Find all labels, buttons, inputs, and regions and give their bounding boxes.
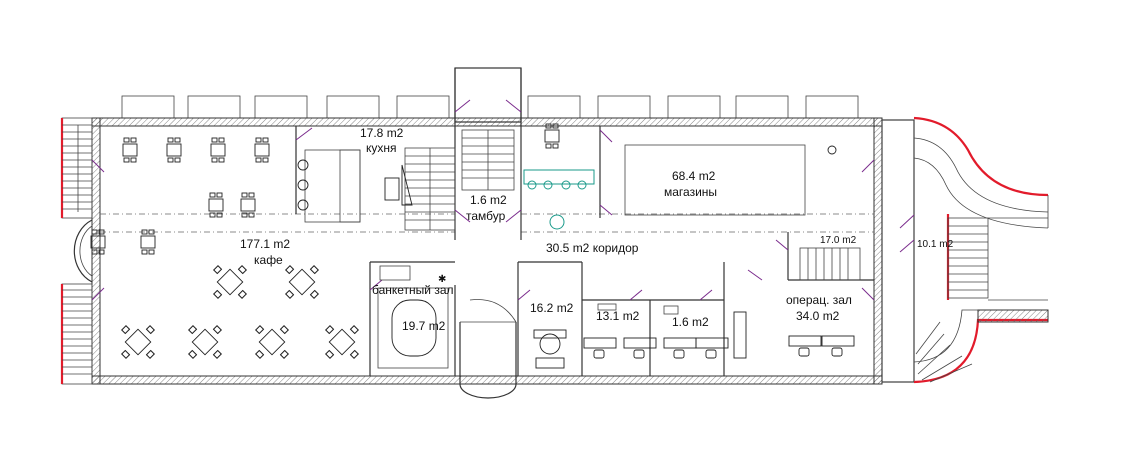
room10-area: 10.1 m2 bbox=[917, 239, 954, 250]
cafe-name: кафе bbox=[254, 253, 283, 267]
operations-area: 34.0 m2 bbox=[796, 309, 840, 323]
kitchen-name: кухня bbox=[366, 141, 397, 155]
outer-walls bbox=[91, 67, 915, 385]
room-labels: 17.8 m2 кухня 1.6 m2 тамбур 68.4 m2 мага… bbox=[240, 126, 954, 333]
vestibule-area: 1.6 m2 bbox=[470, 193, 507, 207]
shops-name: магазины bbox=[664, 185, 717, 199]
operations-name: операц. зал bbox=[786, 293, 852, 307]
small16-area: 1.6 m2 bbox=[672, 315, 709, 329]
banquet-area: 19.7 m2 bbox=[402, 319, 446, 333]
cafe-furniture bbox=[90, 137, 400, 359]
cafe-area: 177.1 m2 bbox=[240, 237, 290, 251]
office16-area: 16.2 m2 bbox=[530, 301, 574, 315]
window-bays bbox=[121, 95, 859, 119]
entrance-rotunda bbox=[459, 299, 517, 399]
corridor-label: 30.5 m2 коридор bbox=[546, 241, 639, 255]
room17-area: 17.0 m2 bbox=[820, 235, 857, 246]
interior-walls bbox=[100, 122, 874, 376]
corridor-kiosks bbox=[523, 123, 595, 230]
kitchen-area: 17.8 m2 bbox=[360, 126, 404, 140]
office-furniture bbox=[533, 145, 855, 369]
shops-area: 68.4 m2 bbox=[672, 169, 716, 183]
left-stair bbox=[60, 117, 93, 385]
banquet-furniture: ✱ bbox=[377, 265, 449, 369]
svg-text:✱: ✱ bbox=[438, 274, 446, 285]
banquet-name: банкетный зал bbox=[372, 283, 454, 297]
vestibule-name: тамбур bbox=[466, 209, 506, 223]
office13-area: 13.1 m2 bbox=[596, 309, 640, 323]
central-stair bbox=[401, 129, 861, 281]
door-swings bbox=[91, 99, 915, 301]
right-stair bbox=[913, 116, 1049, 384]
